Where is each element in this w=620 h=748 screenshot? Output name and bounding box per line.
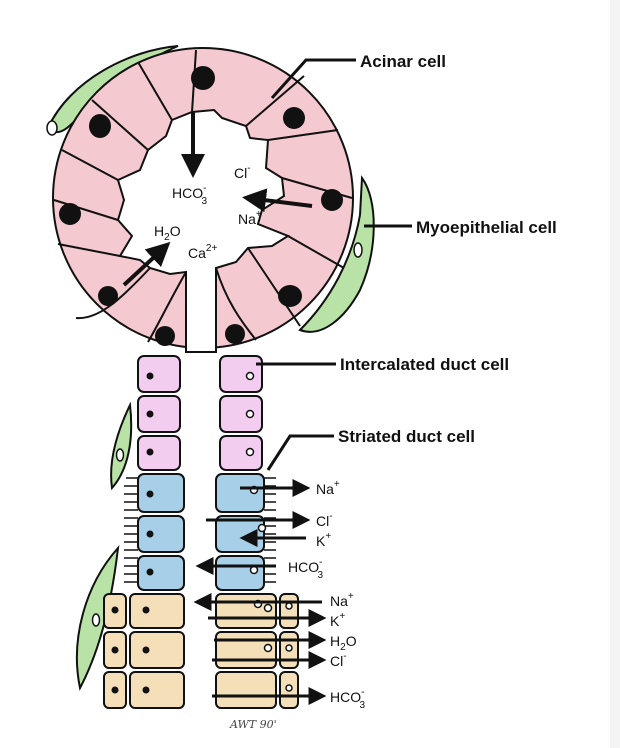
ion-hco3-striated: HCO-3 [288,557,323,581]
intercalated-nucleus [146,410,154,418]
intercalated-duct-cell [137,395,181,433]
ion-h2o-lumen: H2O [154,223,181,243]
intercalated-cells-left [137,355,181,471]
intercalated-duct-cell [219,355,263,393]
striated-nucleus [249,565,259,575]
striated-nucleus [146,530,154,538]
acinus: HCO-3 Cl- Na+ H2O Ca2+ [52,47,354,353]
striated-duct-cell [137,473,185,513]
excretory-duct-cell [279,593,299,629]
intercalated-duct-cell [219,435,263,471]
basal-infoldings-left [124,477,138,583]
artist-signature: AWT 90' [229,718,277,731]
acinar-nucleus [89,114,111,138]
striated-duct-cell [137,555,185,591]
striated-cells-left [124,473,185,591]
ion-na-lumen: Na+ [238,209,262,227]
myoepithelial-nucleus [46,120,58,136]
intercalated-nucleus [245,371,255,381]
excretory-nucleus [263,603,273,613]
ion-cl-excretory: Cl- [330,651,347,669]
excretory-nucleus [142,606,150,614]
ion-na-excretory: Na+ [330,591,354,609]
excretory-duct-cell [215,671,277,709]
striated-nucleus [146,490,154,498]
acinar-nucleus [98,286,118,306]
ion-k-excretory: K+ [330,611,345,629]
acinar-nuclei [59,66,343,346]
myoepithelial-nucleus [115,448,125,462]
excretory-nucleus [285,684,293,692]
intercalated-duct-cell [137,435,181,471]
myoepithelial-nucleus [353,242,363,258]
acinar-nucleus [278,285,302,307]
leader-lines [256,58,412,471]
excretory-nucleus [263,643,273,653]
leader-acinar [270,58,356,100]
leader-striated [266,434,334,471]
ion-cl-lumen: Cl- [234,163,251,181]
ion-ca-lumen: Ca2+ [188,243,217,261]
intercalated-cells-right [219,355,263,471]
excretory-nucleus [142,686,150,694]
acinar-nucleus [225,324,245,344]
acinar-nucleus [191,66,215,90]
intercalated-duct [137,355,263,471]
acinar-cell-boundaries [53,49,353,343]
acinar-nucleus [59,203,81,225]
ion-cl-striated: Cl- [316,511,333,529]
excretory-nucleus [285,644,293,652]
intercalated-duct-cell [137,355,181,393]
excretory-nucleus [111,686,119,694]
label-intercalated-duct-cell: Intercalated duct cell [340,355,509,374]
myoepithelial-cell-duct-upper [110,401,133,491]
excretory-duct-cell [129,593,185,629]
excretory-duct-cell [129,631,185,669]
striated-duct [124,473,276,591]
striated-nucleus [146,568,154,576]
ion-hco3-excretory: HCO-3 [330,687,365,711]
striated-duct-cell [137,515,185,553]
acinar-nucleus [155,326,175,346]
acinar-nucleus [283,107,305,129]
ion-na-striated: Na+ [316,479,340,497]
excretory-nucleus [111,646,119,654]
excretory-nucleus [285,602,293,610]
label-acinar-cell: Acinar cell [360,52,446,71]
intercalated-nucleus [146,372,154,380]
duct-ion-labels: Na+ Cl- K+ HCO-3 Na+ K+ H2O Cl- HCO-3 [288,479,365,711]
excretory-nucleus [111,606,119,614]
intercalated-nucleus [245,447,255,457]
excretory-cells-left [103,593,185,709]
label-myoepithelial-cell: Myoepithelial cell [416,218,557,237]
myoepithelial-nucleus [91,613,101,627]
duct-transport-arrows [193,479,327,705]
ion-h2o-excretory: H2O [330,633,357,653]
label-striated-duct-cell: Striated duct cell [338,427,475,446]
acinar-lumen [116,108,291,353]
striated-cells-right [215,473,276,591]
acinar-nucleus [321,189,343,211]
ion-hco3-lumen: HCO-3 [172,183,207,207]
acinar-transport-arrows [122,112,313,287]
intercalated-duct-cell [219,395,263,433]
excretory-duct-cell [129,671,185,709]
intercalated-nucleus [245,409,255,419]
striated-nucleus [257,523,267,533]
arrow-h2o-into-lumen [122,241,171,287]
excretory-cells-right [215,593,299,709]
excretory-duct [103,593,299,709]
ion-k-striated: K+ [316,531,331,549]
arrow-na-into-lumen [242,188,313,213]
striated-duct-cell [215,473,265,513]
edge-strip [610,0,620,748]
intercalated-nucleus [146,448,154,456]
excretory-nucleus [142,646,150,654]
